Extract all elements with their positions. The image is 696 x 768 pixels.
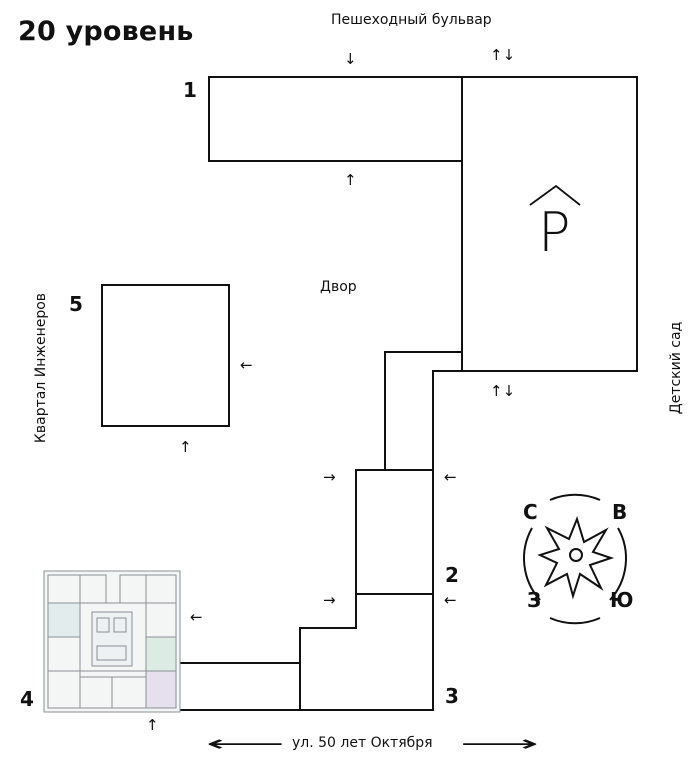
entrance-arrow-left-icon: ← [240,356,253,374]
building-1-number: 1 [183,78,197,102]
street-arrow-right-icon: ⟶ [460,732,539,757]
entrance-arrow-right-icon: → [323,468,336,486]
kindergarten-label: Детский сад [668,321,685,415]
quarter-label: Квартал Инженеров [33,292,50,444]
entrance-arrow-up-icon: ↑ [344,171,357,189]
building-1-outline [208,76,463,162]
entrance-arrow-down-icon: ↓ [344,50,357,68]
entrance-arrow-up-icon: ↑ [179,438,192,456]
building-2-number: 2 [445,563,459,587]
entrance-arrow-updown-icon: ↑↓ [490,382,516,400]
compass-star-icon [537,515,615,600]
building-4-floorplan [43,570,181,713]
compass-west-label: З [527,588,542,612]
compass-south-label: Ю [610,588,634,612]
compass-north-label: С [523,500,538,524]
parking-letter: P [538,201,571,264]
parking-outline [461,76,638,372]
compass-east-label: В [612,500,628,524]
page-title: 20 уровень [18,16,194,47]
building-2-connector [180,351,462,664]
boulevard-label: Пешеходный бульвар [331,12,492,28]
street-label: ул. 50 лет Октября [292,735,433,751]
entrance-arrow-up-icon: ↑ [146,716,159,734]
parking-roof-icon [529,184,581,206]
entrance-arrow-left-icon: ← [190,608,203,626]
yard-label: Двор [320,279,357,295]
entrance-arrow-left-icon: ← [444,468,457,486]
building-5-number: 5 [69,292,83,316]
entrance-arrow-left-icon: ← [444,591,457,609]
building-4-number: 4 [20,687,34,711]
entrance-arrow-updown-icon: ↑↓ [490,46,516,64]
entrance-arrow-right-icon: → [323,591,336,609]
building-3-number: 3 [445,684,459,708]
street-arrow-left-icon: ⟵ [206,732,285,757]
building-2-outline [180,370,462,711]
compass-ring [523,527,541,601]
building-5-outline [101,284,230,427]
